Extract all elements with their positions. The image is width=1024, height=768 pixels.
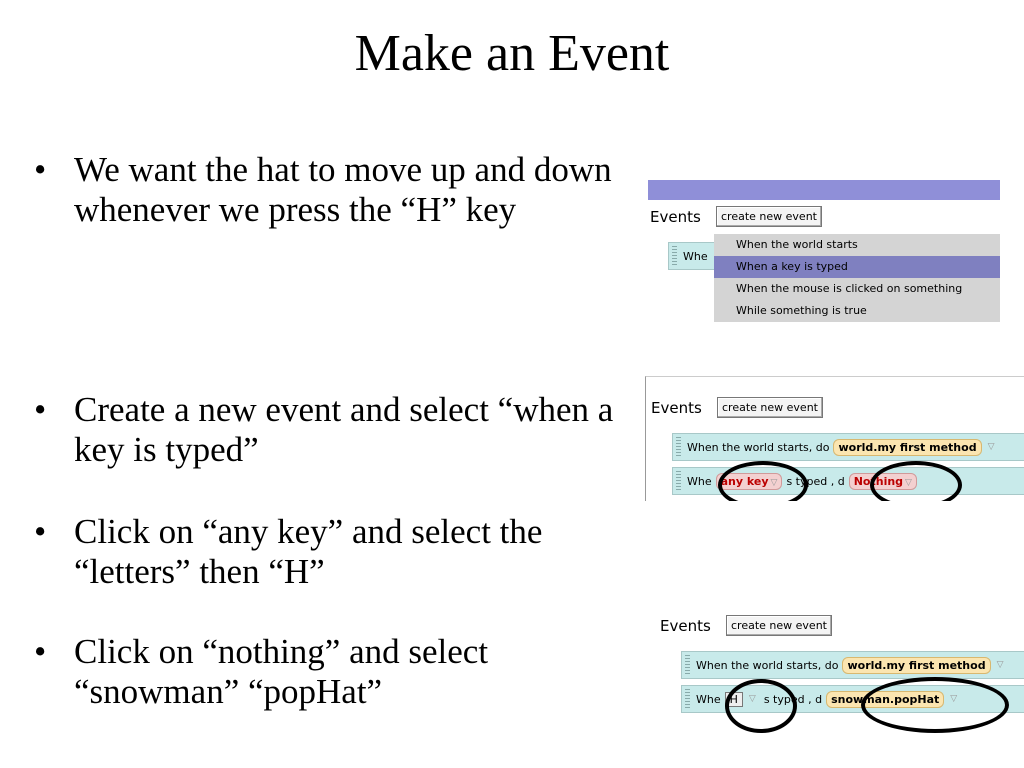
event-row-text: Whe [683, 249, 708, 263]
method-chip[interactable]: world.my first method [833, 438, 982, 456]
highlight-circle-action [870, 461, 962, 501]
drag-grip-icon[interactable] [676, 437, 681, 457]
method-chip-label: world.my first method [838, 440, 977, 454]
dropdown-arrow-icon[interactable]: ▽ [987, 442, 995, 452]
event-row-world-starts: When the world starts, do world.my first… [672, 433, 1024, 461]
drag-grip-icon[interactable] [685, 689, 690, 709]
bullet-1: • We want the hat to move up and down wh… [34, 150, 634, 230]
bullet-text: We want the hat to move up and down when… [74, 150, 612, 229]
bullet-3: • Click on “any key” and select the “let… [34, 512, 634, 592]
header-bar [648, 180, 1000, 200]
menu-item-while-true[interactable]: While something is true [736, 304, 867, 317]
highlight-circle-key [725, 679, 797, 733]
dropdown-arrow-icon[interactable]: ▽ [996, 660, 1004, 670]
menu-item-world-starts[interactable]: When the world starts [736, 238, 858, 251]
event-row-prefix: Whe [687, 474, 712, 488]
method-chip-label: world.my first method [847, 658, 986, 672]
event-row-prefix: Whe [696, 692, 721, 706]
create-new-event-button[interactable]: create new event [726, 615, 832, 636]
bullet-text: Click on “nothing” and select “snowman” … [74, 632, 489, 711]
bullet-dot: • [34, 632, 47, 671]
slide-title: Make an Event [354, 25, 670, 82]
highlight-circle-action [861, 677, 1009, 733]
menu-item-mouse-clicked[interactable]: When the mouse is clicked on something [736, 282, 963, 295]
event-row-world-starts: When the world starts, do world.my first… [681, 651, 1024, 679]
drag-grip-icon[interactable] [676, 471, 681, 491]
drag-grip-icon[interactable] [672, 246, 677, 266]
bullet-dot: • [34, 390, 47, 429]
drag-grip-icon[interactable] [685, 655, 690, 675]
bullet-4: • Click on “nothing” and select “snowman… [34, 632, 634, 712]
events-label: Events [660, 617, 711, 635]
event-row-text: When the world starts, do [687, 440, 830, 454]
screenshot-create-event-menu: Events create new event Whe When the wor… [648, 180, 1000, 322]
events-label: Events [650, 208, 701, 226]
highlight-circle-key [718, 461, 808, 501]
method-chip[interactable]: world.my first method [842, 656, 991, 674]
bullet-2: • Create a new event and select “when a … [34, 390, 634, 470]
bullet-text: Click on “any key” and select the “lette… [74, 512, 543, 591]
bullet-dot: • [34, 150, 47, 189]
create-new-event-button[interactable]: create new event [717, 397, 823, 418]
event-type-menu: When the world starts When a key is type… [714, 234, 1000, 322]
events-label: Events [651, 399, 702, 417]
menu-item-key-typed[interactable]: When a key is typed [714, 256, 1000, 278]
screenshot-key-event-default: Events create new event When the world s… [645, 376, 1024, 501]
screenshot-key-event-configured: Events create new event When the world s… [655, 603, 1024, 733]
create-new-event-button[interactable]: create new event [716, 206, 822, 227]
bullet-dot: • [34, 512, 47, 551]
bullet-text: Create a new event and select “when a ke… [74, 390, 614, 469]
event-row-text: When the world starts, do [696, 658, 839, 672]
